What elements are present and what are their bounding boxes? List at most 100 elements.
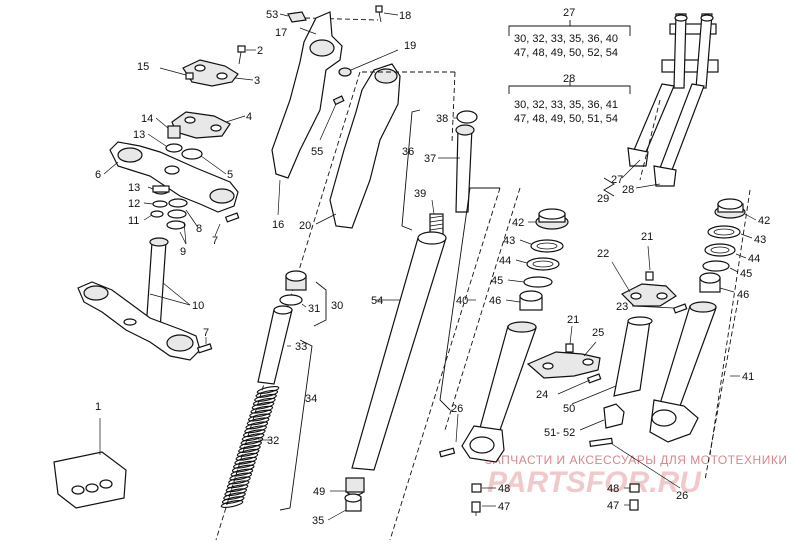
kit-28-number: 28: [563, 73, 575, 85]
main-spring: [220, 386, 280, 508]
label-part-44-right: 44: [748, 253, 760, 265]
label-part-33: 33: [295, 341, 307, 353]
label-part-6: 6: [95, 169, 101, 181]
label-part-42-left: 42: [512, 217, 524, 229]
label-part-35: 35: [312, 515, 324, 527]
label-part-12: 12: [128, 198, 140, 210]
label-part-11: 11: [128, 215, 139, 227]
spring-coil: [240, 437, 264, 446]
label-part-15: 15: [137, 61, 149, 73]
label-inset-29: 29: [597, 193, 609, 205]
fork-guard-group: [526, 245, 688, 431]
decal-kit-box: [53, 451, 127, 509]
label-part-30: 30: [331, 300, 343, 312]
top-yoke: [109, 141, 239, 213]
label-part-54: 54: [371, 295, 383, 307]
label-part-36: 36: [402, 146, 414, 158]
label-part-49: 49: [313, 486, 325, 498]
spring-coil: [247, 413, 271, 422]
label-part-25: 25: [592, 327, 604, 339]
label-part-43-right: 43: [754, 234, 766, 246]
spacer-tube: [257, 309, 293, 385]
fork-outer-tube-right: [659, 305, 717, 407]
label-part-21-lower: 21: [567, 314, 579, 326]
spring-coil: [225, 484, 249, 493]
label-part-40: 40: [456, 295, 468, 307]
brake-hose-clamp-upper: [620, 283, 677, 307]
fork-guard-sleeve: [613, 319, 651, 397]
label-part-37: 37: [424, 153, 436, 165]
watermark: PARTSFOR.RU ЗАПЧАСТИ И АКСЕССУАРЫ ДЛЯ МО…: [485, 453, 787, 499]
label-part-17: 17: [275, 27, 287, 39]
bolt-2: [237, 45, 246, 65]
label-inset-27: 27: [611, 174, 623, 186]
label-part-10: 10: [192, 300, 204, 312]
label-part-48-right: 48: [607, 483, 619, 495]
spring-coil: [223, 492, 246, 501]
label-part-42-right: 42: [758, 215, 770, 227]
headlight-bracket-group: [271, 5, 401, 229]
spring-coil: [229, 472, 253, 481]
label-part-26-right: 26: [676, 490, 688, 502]
label-part-55: 55: [311, 146, 323, 158]
label-part-45-right: 45: [740, 268, 752, 280]
spring-coil: [245, 421, 269, 430]
label-part-20: 20: [299, 220, 311, 232]
label-part-19: 19: [404, 40, 416, 52]
spring-coil: [234, 456, 258, 465]
label-part-3: 3: [254, 75, 260, 87]
spring-coil: [235, 452, 259, 461]
label-part-9: 9: [180, 246, 186, 258]
fork-outer-tube-left: [479, 325, 537, 431]
label-part-4: 4: [246, 111, 252, 123]
spring-coil: [246, 417, 270, 426]
spring-coil: [252, 397, 276, 406]
label-part-14: 14: [141, 113, 153, 125]
spring-coil: [226, 480, 250, 489]
spring-coil: [224, 488, 248, 497]
spring-coil: [238, 445, 261, 453]
spring-coil: [221, 496, 245, 505]
fork-leg-left-group: [438, 187, 569, 516]
small-spring: [429, 213, 444, 235]
spring-coil: [230, 468, 254, 477]
label-part-51-52: 51- 52: [544, 427, 575, 439]
part-labels: 1 2 3 4 5 6 7 7 8 9 10 11 12 13 13 14 15…: [95, 7, 770, 527]
kit-27-line1: 30, 32, 33, 35, 36, 40: [514, 33, 618, 45]
spring-coil: [233, 460, 256, 469]
label-part-2: 2: [257, 45, 263, 57]
label-part-47-right: 47: [607, 500, 619, 512]
label-part-53: 53: [266, 9, 278, 21]
label-part-46-left: 46: [489, 295, 501, 307]
kit-legend: [508, 20, 631, 94]
label-part-46-right: 46: [737, 289, 749, 301]
spring-coil: [244, 425, 267, 434]
label-part-45-left: 45: [491, 275, 503, 287]
label-part-34: 34: [305, 393, 317, 405]
label-part-31: 31: [308, 303, 320, 315]
label-part-32: 32: [267, 435, 279, 447]
spring-coil: [228, 476, 251, 485]
label-part-38: 38: [436, 113, 448, 125]
label-part-18: 18: [399, 10, 411, 22]
label-part-7-lower: 7: [203, 327, 209, 339]
label-part-24: 24: [536, 389, 548, 401]
label-part-26-left: 26: [451, 403, 463, 415]
spring-coil: [256, 386, 280, 394]
label-part-48-left: 48: [498, 483, 510, 495]
label-part-1: 1: [95, 401, 101, 413]
spring-coil: [254, 393, 277, 402]
spring-coil: [250, 405, 274, 414]
spring-coil: [239, 441, 262, 449]
label-part-23: 23: [616, 301, 628, 313]
spring-coil: [249, 409, 272, 418]
label-part-47-left: 47: [498, 501, 510, 513]
headlight-bracket-right: [329, 63, 401, 229]
label-part-8: 8: [196, 223, 202, 235]
label-part-21-upper: 21: [641, 231, 653, 243]
label-part-7-upper: 7: [212, 235, 218, 247]
fork-leg-right-group: [589, 198, 757, 511]
kit-28-line2: 47, 48, 49, 50, 51, 54: [514, 113, 618, 125]
label-part-43-left: 43: [503, 235, 515, 247]
inset-fork-assembly: [603, 13, 719, 197]
